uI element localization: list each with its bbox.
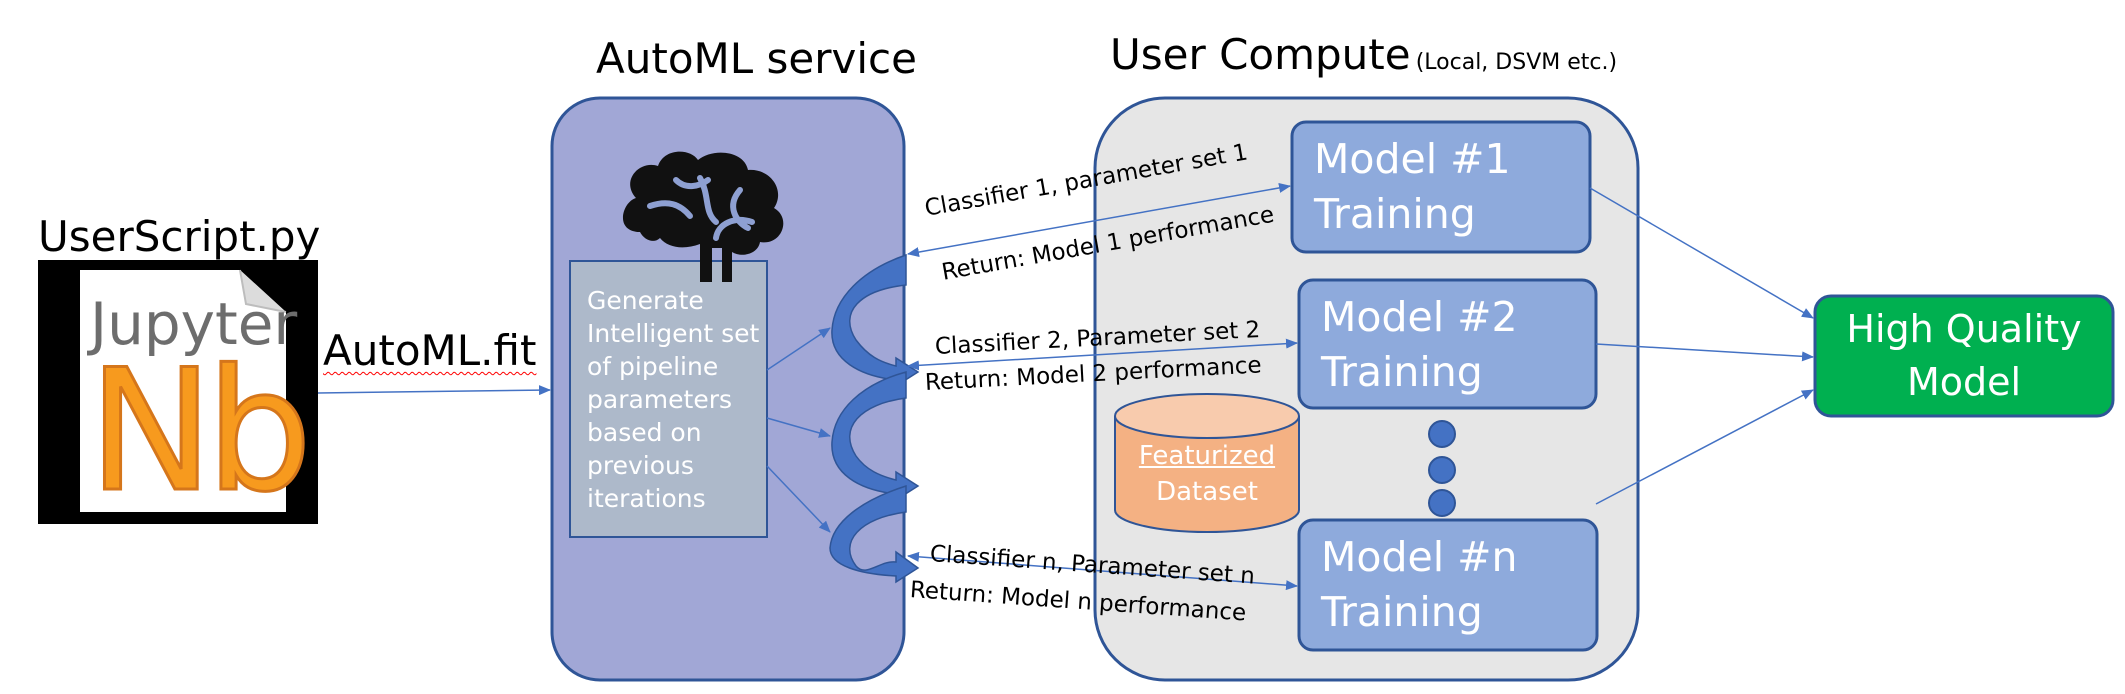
jupyter-label: Jupyter xyxy=(90,290,298,358)
hq-arrow-n xyxy=(1595,389,1814,505)
model-2-line1: Model #2 xyxy=(1321,293,1518,341)
user-compute-label: User Compute xyxy=(1110,30,1411,79)
generate-box xyxy=(569,260,768,538)
ellipsis-dot xyxy=(1428,456,1456,484)
user-script-label: UserScript.py xyxy=(38,212,321,261)
generate-line: of pipeline xyxy=(587,352,719,381)
cylinder-icon xyxy=(1114,393,1300,533)
generate-line: Generate xyxy=(587,286,704,315)
high-quality-model-box xyxy=(1813,294,2115,418)
user-compute-note: (Local, DSVM etc.) xyxy=(1415,50,1618,75)
model-2-text: Model #2 Training xyxy=(1321,290,1518,400)
generate-line: previous xyxy=(587,451,694,480)
model-n-text: Model #n Training xyxy=(1321,530,1517,640)
model-n-line1: Model #n xyxy=(1321,533,1518,581)
fit-arrow xyxy=(317,385,551,396)
model-2-line2: Training xyxy=(1321,348,1483,396)
generate-arrow-3 xyxy=(766,465,831,533)
hq-line2: Model xyxy=(1906,360,2022,404)
model-1-text: Model #1 Training xyxy=(1314,132,1511,242)
model-1-line2: Training xyxy=(1314,190,1476,238)
automl-fit-label: AutoML.fit xyxy=(323,326,536,375)
generate-line: parameters xyxy=(587,385,733,414)
brain-icon xyxy=(622,151,784,282)
automl-service-title: AutoML service xyxy=(596,34,917,83)
model-n-line2: Training xyxy=(1321,588,1483,636)
dataset-line: Dataset xyxy=(1156,477,1258,507)
user-compute-title: User Compute (Local, DSVM etc.) xyxy=(1110,30,1617,79)
spiral-arrow-icon xyxy=(829,253,920,584)
exchange-arrow-2 xyxy=(907,338,1298,371)
featurized-dataset-label: Featurized Dataset xyxy=(1124,438,1290,510)
nb-label: Nb xyxy=(86,333,313,529)
generate-text: Generate Intelligent set of pipeline par… xyxy=(587,284,759,515)
model-1-line1: Model #1 xyxy=(1314,135,1511,183)
generate-arrow-1 xyxy=(766,327,831,371)
generate-line: based on xyxy=(587,418,702,447)
generate-line: Intelligent set xyxy=(587,319,760,348)
featurized-line: Featurized xyxy=(1138,441,1276,471)
hq-arrow-1 xyxy=(1589,187,1814,319)
automl-fit-text: AutoML.fit xyxy=(323,326,537,375)
model-1-box xyxy=(1290,120,1592,254)
generate-arrow-2 xyxy=(766,417,831,438)
ellipsis-dot xyxy=(1428,489,1456,517)
exchange-arrow-1 xyxy=(907,183,1291,257)
exchange-arrow-n xyxy=(907,551,1298,591)
high-quality-model-text: High Quality Model xyxy=(1815,303,2113,409)
hq-line1: High Quality xyxy=(1846,307,2082,351)
model-n-box xyxy=(1297,518,1599,652)
generate-line: iterations xyxy=(587,484,706,513)
hq-arrow-2 xyxy=(1595,343,1814,362)
jupyter-notebook-icon xyxy=(38,260,318,524)
ellipsis-dot xyxy=(1428,420,1456,448)
